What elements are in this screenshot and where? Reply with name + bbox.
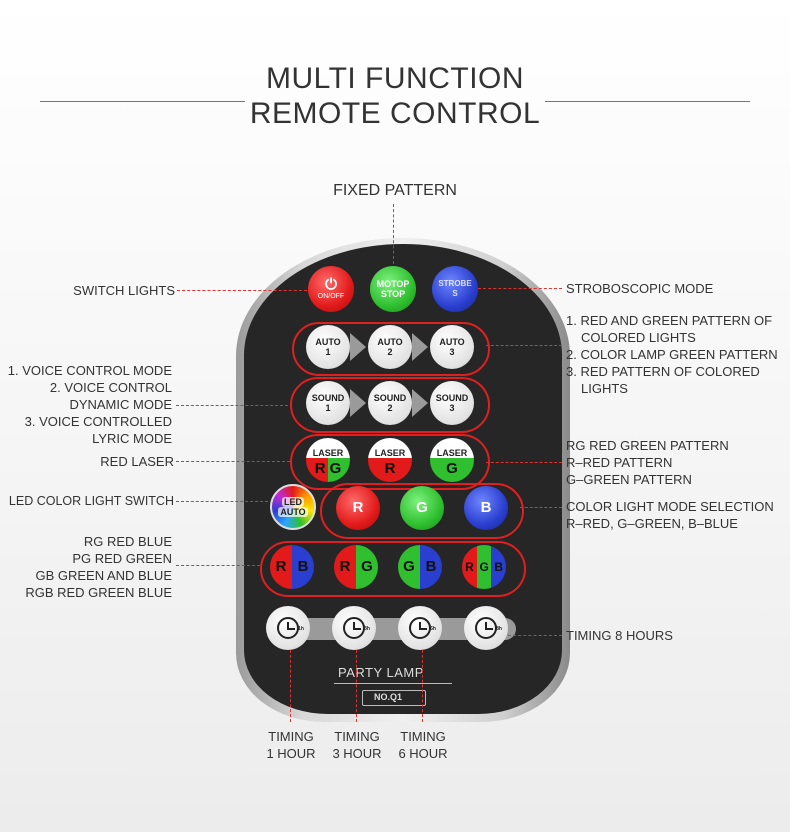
timer-3h-button[interactable]: 3h [332,606,376,650]
auto-arrow-2 [412,333,428,361]
color-group-frame [320,483,524,539]
switch-lights-label: SWITCH LIGHTS [73,283,175,298]
mix-description: RG RED BLUE PG RED GREEN GB GREEN AND BL… [25,534,172,600]
sound-group-frame [290,377,490,433]
led-switch-line [176,501,268,502]
color-green-button[interactable]: G [400,486,444,530]
fixed-pattern-line [393,204,394,264]
auto-description: 1. RED AND GREEN PATTERN OF COLORED LIGH… [566,313,778,396]
laser-description: RG RED GREEN PATTERN R–RED PATTERN G–GRE… [566,438,729,487]
timing-3-label: TIMING 3 HOUR [332,729,382,761]
strobe-line [478,288,562,289]
red-laser-label: RED LASER [100,454,174,469]
timer-bar [268,618,516,640]
motor-stop-button[interactable]: MOTOP STOP [370,266,416,312]
sound-line [176,405,288,406]
model-box [362,690,426,706]
red-laser-line [176,461,290,462]
title-rule-right [545,101,750,102]
color-mode-description: COLOR LIGHT MODE SELECTION R–RED, G–GREE… [566,499,774,531]
color-mode-line [520,507,562,508]
switch-lights-line [177,290,307,291]
clock-icon [343,617,365,639]
timing-8-line [508,635,562,636]
color-red-button[interactable]: R [336,486,380,530]
mix-gb-button[interactable]: G B [398,545,442,589]
clock-icon [277,617,299,639]
led-auto-button[interactable]: LED AUTO [270,484,316,530]
laser-r-button[interactable]: LASER R [368,438,412,482]
clock-icon [409,617,431,639]
timer-1h-button[interactable]: 1h [266,606,310,650]
model-label: NO.Q1 [374,692,403,702]
mix-line [176,565,260,566]
strobe-button[interactable]: STROBE S [432,266,478,312]
brand-label: PARTY LAMP [338,665,424,680]
timing-6-line [422,650,423,722]
timer-6h-button[interactable]: 6h [398,606,442,650]
sound-arrow-1 [350,389,366,417]
auto-group-frame [292,322,490,376]
timing-1-line [290,650,291,722]
clock-icon [475,617,497,639]
mix-rb-button[interactable]: R B [270,545,314,589]
sound-description: 1. VOICE CONTROL MODE 2. VOICE CONTROL D… [7,363,172,446]
brand-rule [334,683,452,684]
timing-3-line [356,650,357,722]
timing-1-label: TIMING 1 HOUR [266,729,316,761]
title-line-1: MULTI FUNCTION [265,62,525,95]
title-rule-left [40,101,245,102]
fixed-pattern-label: FIXED PATTERN [333,182,457,199]
timing-6-label: TIMING 6 HOUR [398,729,448,761]
led-switch-label: LED COLOR LIGHT SWITCH [8,494,174,508]
auto-arrow-1 [350,333,366,361]
power-icon: ⏻ [325,275,337,293]
sound-arrow-2 [412,389,428,417]
laser-rg-button[interactable]: LASER R G [306,438,350,482]
laser-g-button[interactable]: LASER G [430,438,474,482]
laser-line [486,462,562,463]
stroboscopic-label: STROBOSCOPIC MODE [566,281,714,296]
mix-group-frame [260,541,526,597]
timer-8h-button[interactable]: 8h [464,606,508,650]
mix-rgb-button[interactable]: R G B [462,545,506,589]
timing-8-label: TIMING 8 HOURS [566,628,673,643]
color-blue-button[interactable]: B [464,486,508,530]
title-line-2: REMOTE CONTROL [249,97,541,130]
mix-rg-button[interactable]: R G [334,545,378,589]
auto-line [486,345,562,346]
power-button[interactable]: ⏻ ON/OFF [308,266,354,312]
